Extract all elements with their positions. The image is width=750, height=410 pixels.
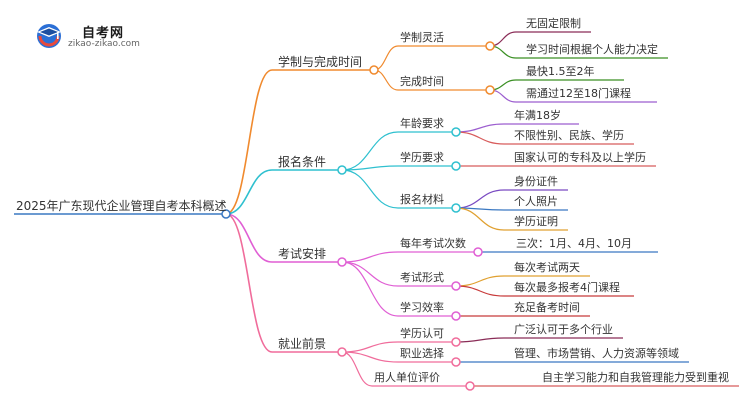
subtopic-connector: [341, 351, 399, 363]
subtopic-toggle[interactable]: [465, 381, 475, 391]
subtopic-connector: [341, 251, 399, 263]
subtopic[interactable]: 学制灵活: [400, 31, 444, 44]
leaf-item[interactable]: 每次考试两天: [514, 261, 580, 274]
branch-connector: [225, 213, 273, 353]
leaf-connector: [455, 189, 505, 209]
subtopic[interactable]: 考试形式: [400, 271, 444, 284]
branch-toggle[interactable]: [337, 257, 347, 267]
root-toggle[interactable]: [221, 209, 231, 219]
subtopic[interactable]: 年龄要求: [400, 117, 444, 130]
subtopic[interactable]: 每年考试次数: [400, 237, 466, 250]
subtopic-toggle[interactable]: [451, 357, 461, 367]
branch-toggle[interactable]: [337, 165, 347, 175]
subtopic[interactable]: 报名材料: [400, 193, 444, 206]
subtopic-toggle[interactable]: [451, 203, 461, 213]
leaf-connector: [455, 275, 505, 287]
subtopic-toggle[interactable]: [451, 127, 461, 137]
subtopic-connector: [341, 351, 373, 387]
leaf-item[interactable]: 每次最多报考4门课程: [514, 281, 620, 294]
brand-name: 自考网: [82, 26, 125, 41]
branch-connector: [225, 69, 273, 215]
leaf-connector: [455, 207, 505, 231]
branch-topic[interactable]: 就业前景: [278, 337, 327, 351]
leaf-item[interactable]: 三次：1月、4月、10月: [516, 237, 632, 250]
subtopic-toggle[interactable]: [451, 161, 461, 171]
subtopic-connector: [341, 261, 399, 287]
leaf-item[interactable]: 国家认可的专科及以上学历: [514, 151, 646, 164]
subtopic-connector: [341, 261, 399, 317]
branch-topic[interactable]: 考试安排: [278, 247, 327, 261]
branch-toggle[interactable]: [337, 347, 347, 357]
leaf-item[interactable]: 学历证明: [514, 215, 558, 228]
subtopic-toggle[interactable]: [451, 281, 461, 291]
leaf-item[interactable]: 个人照片: [514, 195, 558, 208]
leaf-connector: [455, 285, 505, 297]
subtopic-toggle[interactable]: [451, 337, 461, 347]
graduation-cap-icon: [34, 20, 64, 50]
leaf-item[interactable]: 最快1.5至2年: [526, 65, 595, 78]
subtopic-toggle[interactable]: [451, 311, 461, 321]
branch-connector: [225, 213, 273, 263]
subtopic-toggle[interactable]: [485, 85, 495, 95]
branch-connector: [225, 169, 273, 215]
leaf-item[interactable]: 身份证件: [514, 175, 558, 188]
leaf-connector: [455, 337, 505, 343]
leaf-connector: [455, 123, 505, 133]
subtopic-connector: [341, 165, 399, 171]
leaf-item[interactable]: 自主学习能力和自我管理能力受到重视: [542, 371, 729, 384]
brand-url: zikao-zikao.com: [68, 39, 140, 49]
leaf-item[interactable]: 不限性别、民族、学历: [514, 129, 624, 142]
leaf-item[interactable]: 管理、市场营销、人力资源等领域: [514, 347, 679, 360]
leaf-item[interactable]: 需通过12至18门课程: [526, 87, 631, 100]
subtopic[interactable]: 职业选择: [400, 347, 444, 360]
root-topic[interactable]: 2025年广东现代企业管理自考本科概述: [16, 199, 227, 213]
branch-topic[interactable]: 报名条件: [278, 155, 327, 169]
subtopic-connector: [341, 169, 399, 209]
site-logo[interactable]: 自考网 zikao-zikao.com: [34, 18, 164, 52]
leaf-item[interactable]: 年满18岁: [514, 109, 561, 122]
subtopic[interactable]: 用人单位评价: [374, 371, 440, 384]
leaf-item[interactable]: 无固定限制: [526, 17, 581, 30]
subtopic-connector: [341, 341, 399, 353]
leaf-connector: [455, 131, 505, 145]
subtopic-toggle[interactable]: [473, 247, 483, 257]
subtopic[interactable]: 学习效率: [400, 301, 444, 314]
leaf-item[interactable]: 学习时间根据个人能力决定: [526, 43, 658, 56]
subtopic[interactable]: 学历要求: [400, 151, 444, 164]
subtopic-toggle[interactable]: [485, 41, 495, 51]
branch-topic[interactable]: 学制与完成时间: [278, 55, 363, 69]
subtopic[interactable]: 完成时间: [400, 75, 444, 88]
subtopic[interactable]: 学历认可: [400, 327, 444, 340]
leaf-item[interactable]: 充足备考时间: [514, 301, 580, 314]
branch-toggle[interactable]: [369, 65, 379, 75]
leaf-item[interactable]: 广泛认可于多个行业: [514, 323, 613, 336]
subtopic-connector: [341, 131, 399, 171]
subtopic-connector: [373, 45, 399, 71]
